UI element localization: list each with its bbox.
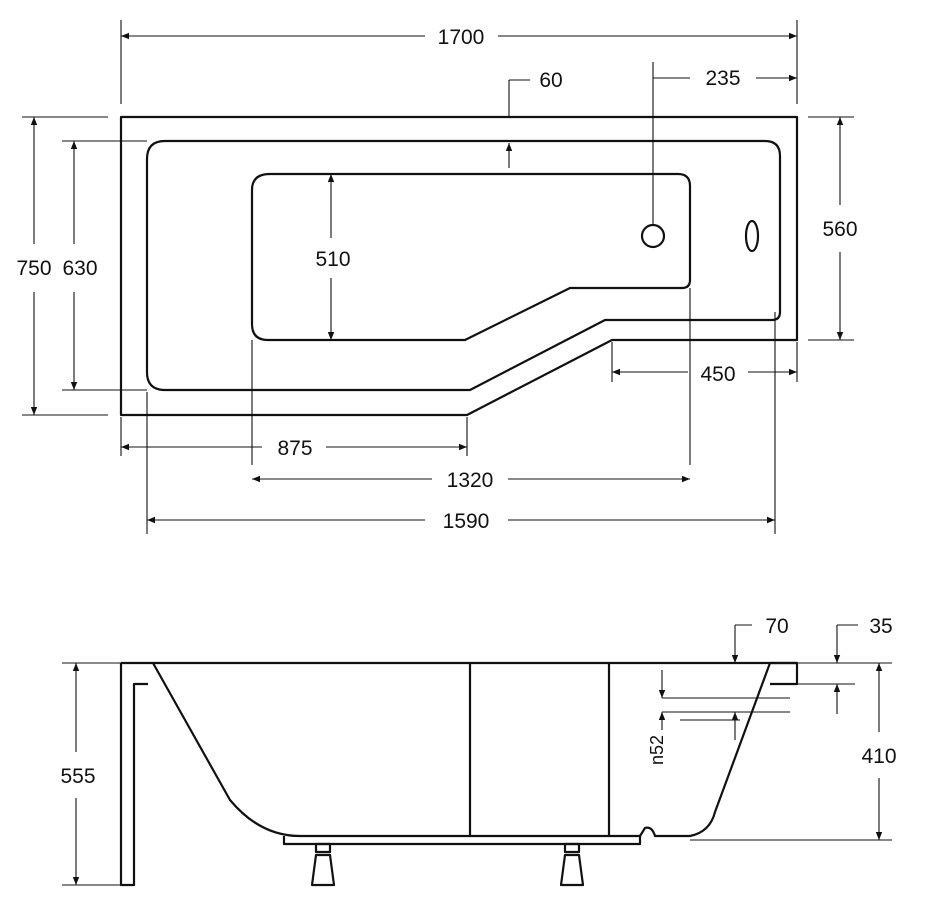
dim-bath-depth: 410 [861, 745, 896, 768]
drain-slot [744, 219, 760, 253]
dim-rim-offset: 60 [539, 69, 562, 92]
overflow-hole [640, 223, 666, 249]
dim-basin-width: 510 [315, 248, 350, 271]
dim-inner-depth: 630 [62, 257, 97, 280]
dim-lip-height: 35 [869, 615, 892, 638]
dim-rim-thickness: 70 [765, 615, 788, 638]
dim-narrow-length: 450 [700, 363, 735, 386]
dim-overflow-offset: 235 [705, 67, 740, 90]
tub-shell [152, 662, 772, 838]
side-view: 555 70 35 n52 410 [60, 615, 897, 887]
dim-total-height: 555 [60, 765, 95, 788]
front-panel [119, 663, 148, 887]
dim-outer-depth: 750 [16, 257, 51, 280]
tub-outer-contour [119, 115, 799, 417]
dim-basin-length: 1320 [447, 469, 494, 492]
dim-inner-length: 1590 [443, 510, 490, 533]
dim-top-width: 1700 [438, 26, 485, 49]
leg-right [559, 842, 585, 887]
leg-left [310, 842, 336, 887]
top-view: 1700 60 235 750 630 510 560 [16, 20, 858, 534]
tub-basin [250, 172, 692, 342]
dim-narrow-depth: 560 [822, 218, 857, 241]
dim-wide-length: 875 [277, 437, 312, 460]
tub-inner-rim [145, 139, 782, 392]
base-frame [282, 836, 642, 846]
dim-drain-size: n52 [647, 735, 667, 765]
